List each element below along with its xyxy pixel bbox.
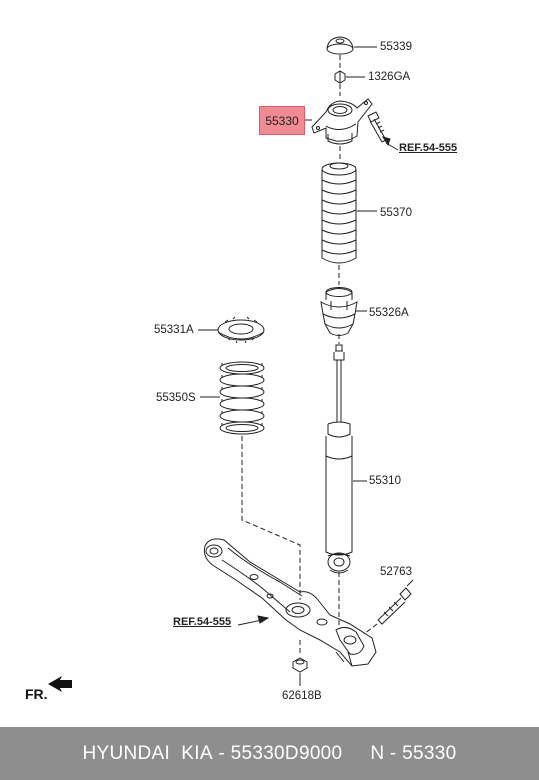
nut-part: [334, 70, 346, 84]
leader-52763: [406, 579, 414, 587]
callout-55331a: 55331A: [154, 324, 194, 336]
lower-control-arm-part: [203, 538, 377, 667]
arm-bolt-part: [377, 587, 412, 625]
callout-55330-highlighted: 55330: [259, 106, 305, 135]
callout-55339: 55339: [380, 41, 412, 53]
shock-mount-part: [311, 98, 373, 145]
footer-part-number: 55330D9000: [230, 742, 343, 764]
callout-1326ga: 1326GA: [368, 71, 411, 83]
callout-55370: 55370: [380, 207, 412, 219]
shock-absorber-part: [325, 344, 353, 574]
coil-spring-part: [219, 361, 265, 435]
front-direction-label: FR.: [25, 686, 48, 702]
arrow-ref-bottom: [257, 615, 270, 624]
footer-n-value: 55330: [402, 742, 457, 764]
spring-pad-part: [217, 316, 265, 344]
leader-ref-bottom: [237, 619, 263, 626]
dust-boot-part: [321, 162, 357, 264]
callout-55326a: 55326A: [369, 307, 409, 319]
ref-label-bottom: REF.54-555: [173, 616, 232, 628]
footer-n-label: N -: [370, 742, 403, 764]
mount-bolt-part: [367, 111, 387, 143]
part-info-footer: HYUNDAI KIA - 55330D9000 N - 55330: [0, 727, 539, 780]
dust-cap-part: [326, 36, 354, 55]
arm-nut-part: [292, 657, 308, 673]
front-arrow-icon: [48, 676, 72, 692]
callout-55310: 55310: [369, 475, 401, 487]
ref-label-top: REF.54-555: [399, 142, 458, 154]
centerline-spring: [241, 436, 301, 600]
callout-62618b: 62618B: [282, 690, 322, 702]
centerline-bolt: [363, 623, 378, 635]
callout-52763: 52763: [380, 566, 412, 578]
footer-brand: HYUNDAI KIA: [82, 742, 213, 764]
arrow-ref-top: [381, 136, 391, 147]
bump-stopper-part: [320, 287, 358, 336]
footer-gap: [342, 743, 370, 765]
parts-diagram: 55339 1326GA 55330 REF.54-555 55370 5532…: [25, 36, 458, 702]
footer-separator: -: [212, 742, 231, 764]
callout-55350s: 55350S: [156, 392, 196, 404]
exploded-view-drawing: [48, 36, 414, 692]
